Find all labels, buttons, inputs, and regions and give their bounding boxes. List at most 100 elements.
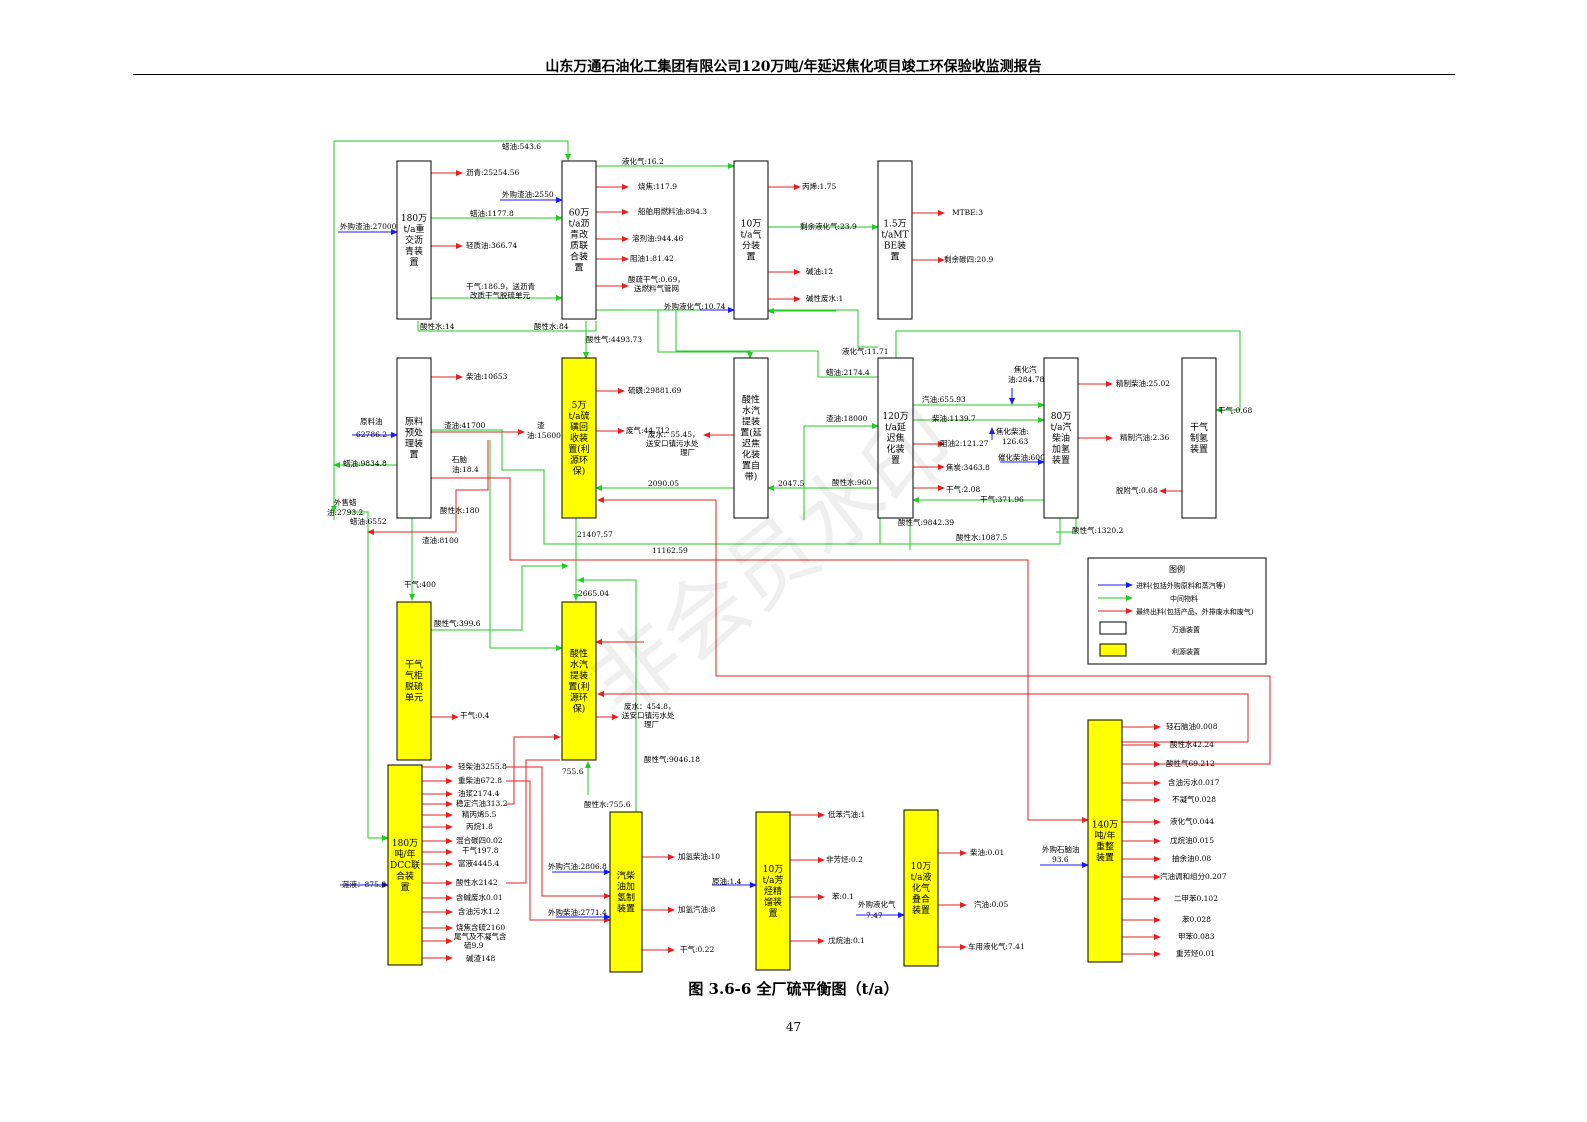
flow-label: 蜡油:6552: [350, 516, 387, 526]
flow-label: 干气:2.08: [946, 484, 980, 494]
unit-label-line: 烃精: [764, 885, 782, 897]
legend-feed-label: 进料(包括外购原料和蒸汽等): [1136, 581, 1226, 590]
page-header: 山东万通石油化工集团有限公司120万吨/年延迟焦化项目竣工环保验收监测报告: [545, 59, 1042, 75]
flow-label: 外购渣油:27000: [340, 221, 397, 231]
flow-label: 烧焦含硫2160: [456, 922, 505, 932]
flow-label: 外售蜡: [334, 497, 357, 507]
flow-label: 重芳烃0.01: [1176, 948, 1215, 958]
flow-label: 蜡油:543.6: [502, 141, 541, 151]
flow-label: 油:2793.2: [327, 507, 363, 517]
flow-label: 干气:186.9，送沥青: [466, 281, 535, 291]
unit-label-line: 原料: [405, 416, 423, 428]
unit-label-line: 源环: [570, 693, 588, 704]
unit-label-line: 140万: [1092, 821, 1118, 831]
unit-label-line: 保): [573, 703, 586, 715]
unit-label-line: 青装: [405, 245, 423, 257]
unit-label-line: 置: [409, 450, 418, 461]
flow-label: 抽余油0.08: [1172, 853, 1211, 863]
flow-label: 油:15600: [527, 430, 561, 440]
flow-label: 苯:0.1: [832, 891, 854, 901]
flow-label: 催化柴油:600: [998, 452, 1045, 462]
unit-label-line: 保): [573, 465, 586, 477]
unit-label-line: 提装: [742, 416, 760, 428]
flow-label: 石脑: [452, 454, 467, 464]
flow-label: 蒎液：875.9: [342, 879, 386, 889]
unit-label-line: DCC联: [390, 860, 420, 871]
unit-label-line: t/a汽: [1050, 421, 1071, 433]
flow-label: 酸性气:1320.2: [1072, 525, 1123, 535]
flow-label: 含碱废水0.01: [456, 892, 503, 902]
flow-label: 干气:400: [404, 579, 436, 589]
flow-label: 废气:44.712: [626, 425, 670, 435]
unit-label-line: 置: [574, 263, 583, 274]
unit-label-line: 吨/年: [394, 848, 415, 860]
unit-label-line: 置: [891, 455, 900, 466]
unit-label-line: 装置: [1190, 443, 1208, 455]
flow-label: 酸性水42.24: [1170, 739, 1214, 749]
unit-label-line: 柴油: [1052, 432, 1070, 444]
flow-label: 93.6: [1052, 855, 1069, 864]
flow-label: 酸性水:84: [534, 321, 569, 331]
unit-label-line: 置(延: [740, 427, 762, 439]
unit-label-line: 120万: [882, 412, 908, 422]
flow-label: 硫磺:29881.69: [628, 385, 682, 395]
legend-title: 图例: [1169, 564, 1185, 574]
flow-label: 渣油:18000: [826, 413, 868, 423]
flow-label: 液化气:16.2: [622, 156, 664, 166]
flow-label: 蜡油:9834.8: [343, 458, 387, 468]
process-units: 180万t/a重交沥青装置60万t/a沥青改质联合装置10万t/a气分装置1.5…: [387, 160, 1217, 973]
flow-label: 阻油2:121.27: [940, 438, 989, 448]
flow-label: 精丙烯5.5: [462, 809, 497, 819]
unit-label-line: 磺回: [570, 421, 588, 433]
flow-label: 废水：55.45，: [648, 429, 699, 439]
unit-label-line: 置自: [742, 460, 760, 472]
flow-label: 蜡油:1177.8: [470, 208, 514, 218]
flow-label: 苯0.028: [1182, 914, 1211, 924]
flow-label: 阻油1:81.42: [630, 253, 674, 263]
flow-label: 干气:0.4: [460, 710, 490, 720]
flow-label: 汽油:0.05: [974, 899, 1008, 909]
figure-caption: 图 3.6-6 全厂硫平衡图（t/a）: [688, 980, 899, 998]
flow-label: 柴油:1139.7: [932, 413, 976, 423]
legend-output-label: 最终出料(包括产品、外排废水和废气): [1136, 607, 1254, 616]
flow-label: 酸性气:9842.39: [898, 517, 954, 527]
legend-own-label: 万通装置: [1172, 625, 1200, 634]
unit-label-line: 理装: [405, 438, 423, 450]
flow-label: 硫9.9: [464, 940, 484, 950]
flow-label: 脱附气:0.68: [1116, 485, 1158, 495]
unit-label-line: 吨/年: [1094, 830, 1115, 842]
unit-label-line: 1.5万: [883, 220, 906, 230]
unit-label-line: 置(利: [568, 681, 590, 693]
unit-label-line: 合装: [396, 870, 414, 882]
unit-label-line: t/a硫: [568, 410, 589, 422]
flow-label: 干气:0.22: [680, 944, 714, 954]
flow-label: 酸性水2142: [456, 877, 498, 887]
flow-lines: [331, 140, 1271, 961]
unit-label-line: 脱硫: [405, 681, 423, 693]
flow-label: 62786.2: [356, 430, 387, 439]
flow-label: 戊烷油:0.1: [828, 935, 865, 945]
unit-label-line: 预处: [405, 427, 423, 439]
flow-label: 755.6: [562, 767, 584, 776]
unit-label-line: t/a重: [403, 223, 424, 235]
unit-label-line: 迟焦: [742, 438, 760, 450]
flow-label: 轻柴油3255.8: [458, 761, 507, 771]
flow-label: 汽油:655.93: [922, 394, 966, 404]
flow-label: 轻石脑油0.008: [1166, 721, 1218, 731]
flow-label: 126.63: [1002, 437, 1028, 446]
flow-label: 碱油:12: [806, 266, 833, 276]
unit-label-line: 80万: [1051, 412, 1071, 422]
flow-label: 加氢柴油:10: [678, 851, 720, 861]
unit-label-line: 10万: [763, 865, 783, 875]
flow-label: 渣: [537, 420, 545, 430]
unit-label-line: t/a气: [740, 229, 761, 241]
flow-label: 不凝气0.028: [1172, 794, 1216, 804]
unit-label-line: 化装: [742, 449, 760, 461]
flow-label: 精制汽油:2.36: [1120, 432, 1169, 442]
